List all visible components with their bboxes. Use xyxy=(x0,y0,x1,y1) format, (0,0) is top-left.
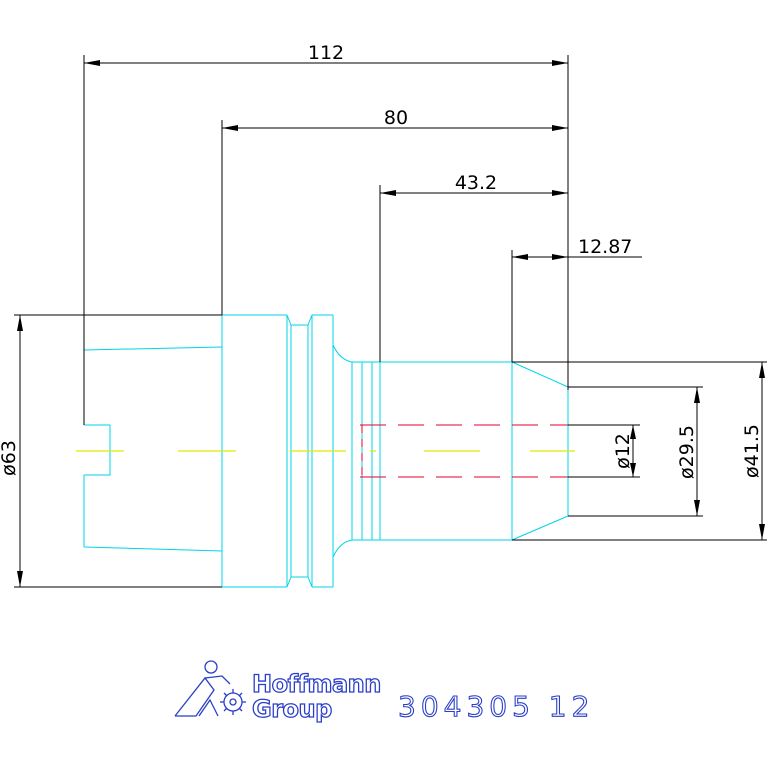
dimension-dia-12: ø12 xyxy=(568,424,640,478)
logo-line-2: Group xyxy=(252,695,332,723)
dimension-12-87: 12.87 xyxy=(511,236,642,362)
dimension-43-2: 43.2 xyxy=(379,172,568,362)
dimension-label-12-87: 12.87 xyxy=(578,236,632,258)
dimension-label-112: 112 xyxy=(308,42,344,64)
dimension-label-dia-12: ø12 xyxy=(612,433,634,469)
dimension-label-dia-63: ø63 xyxy=(0,440,20,476)
logo-line-1: Hoffmann xyxy=(252,670,381,698)
hidden-bore xyxy=(360,424,568,478)
part-number: 304305 12 xyxy=(398,690,594,723)
dimension-112: 112 xyxy=(83,42,569,425)
dimension-dia-63: ø63 xyxy=(0,314,222,588)
dimension-80: 80 xyxy=(221,107,568,315)
dimension-label-dia-41-5: ø41.5 xyxy=(741,424,763,478)
dimension-dia-41-5: ø41.5 xyxy=(512,361,767,541)
hoffmann-group-logo: Hoffmann Group xyxy=(174,660,382,724)
dimension-label-80: 80 xyxy=(384,107,408,129)
logo-figure-icon xyxy=(174,660,246,717)
dimension-dia-29-5: ø29.5 xyxy=(568,386,703,517)
dimension-label-dia-29-5: ø29.5 xyxy=(676,425,698,479)
dimension-label-43-2: 43.2 xyxy=(455,172,497,194)
